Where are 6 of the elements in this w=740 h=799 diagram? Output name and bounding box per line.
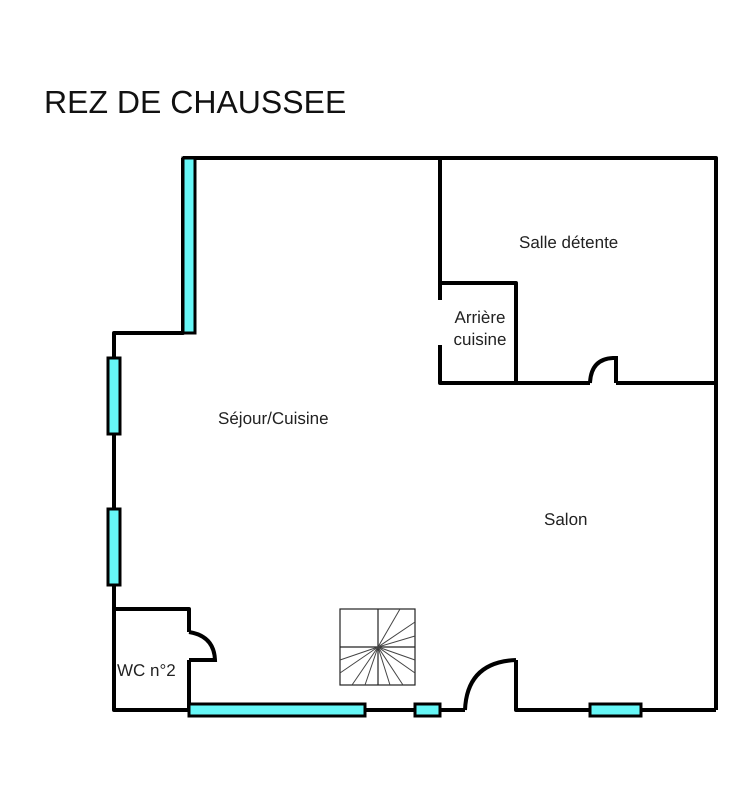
plan-title: REZ DE CHAUSSEE bbox=[44, 84, 346, 121]
room-label: WC n°2 bbox=[117, 660, 176, 682]
room-label: Salon bbox=[544, 509, 588, 531]
room-label: Salle détente bbox=[519, 232, 618, 254]
room-label: Séjour/Cuisine bbox=[218, 408, 329, 430]
room-label: Arrière cuisine bbox=[452, 307, 508, 351]
